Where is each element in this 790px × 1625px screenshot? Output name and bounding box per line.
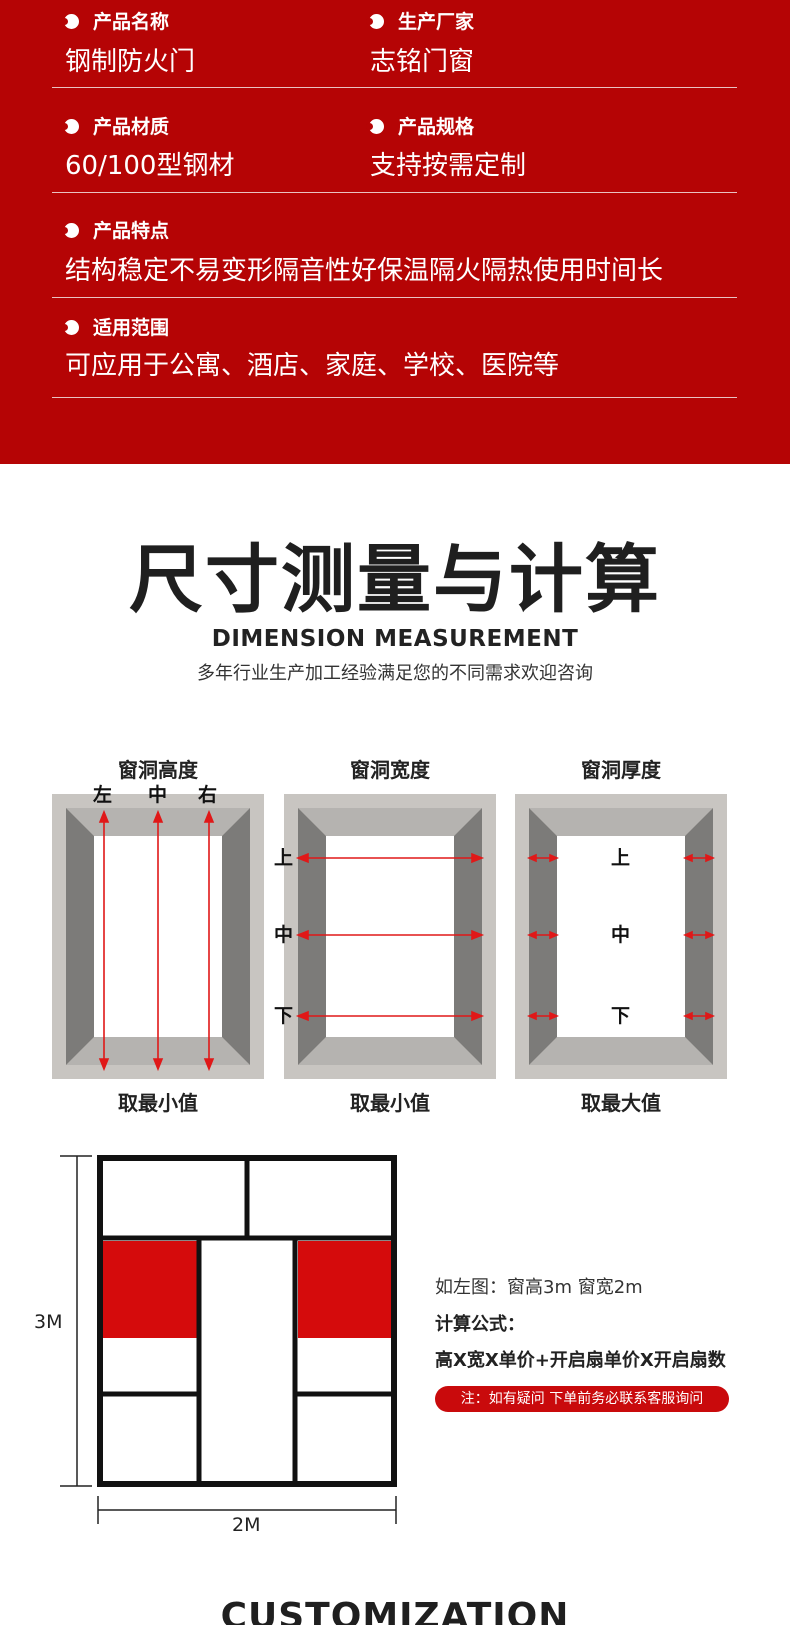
spec-label-maker: 生产厂家 xyxy=(366,10,475,34)
mark-bottom: 下 xyxy=(611,1005,631,1027)
spec-value-material: 60/100型钢材 xyxy=(65,151,235,181)
mark-top: 上 xyxy=(611,847,631,869)
mark-middle: 中 xyxy=(274,924,294,946)
spec-label-text: 生产厂家 xyxy=(398,11,475,33)
bullet-icon xyxy=(61,320,79,335)
frame-width-diagram xyxy=(284,794,496,1079)
mark-left: 左 xyxy=(93,784,113,806)
calc-example: 如左图：窗高3m 窗宽2m xyxy=(435,1277,643,1298)
spec-label-material: 产品材质 xyxy=(61,115,170,139)
spec-row-material-size: 产品材质 60/100型钢材 产品规格 支持按需定制 xyxy=(52,88,737,193)
spec-label-text: 适用范围 xyxy=(93,317,170,339)
spec-label-text: 产品名称 xyxy=(93,11,170,33)
window-calc-diagram xyxy=(60,1155,397,1524)
spec-row-scope: 适用范围 可应用于公寓、酒店、家庭、学校、医院等 xyxy=(52,298,737,398)
bullet-icon xyxy=(61,119,79,134)
calc-formula-title: 计算公式： xyxy=(435,1314,525,1335)
frame-rule: 取最小值 xyxy=(118,1091,198,1115)
bullet-icon xyxy=(366,14,384,29)
spec-value-scope: 可应用于公寓、酒店、家庭、学校、医院等 xyxy=(65,351,560,381)
dimension-height-label: 3M xyxy=(34,1311,63,1333)
section-description: 多年行业生产加工经验满足您的不同需求欢迎咨询 xyxy=(197,663,593,684)
mark-top: 上 xyxy=(274,847,294,869)
calc-formula: 高X宽X单价+开启扇单价X开启扇数 xyxy=(435,1350,726,1371)
spec-label-text: 产品材质 xyxy=(93,116,170,138)
frame-rule: 取最小值 xyxy=(350,1091,430,1115)
frame-title: 窗洞高度 xyxy=(118,758,198,782)
spec-label-size: 产品规格 xyxy=(366,115,475,139)
mark-right: 右 xyxy=(198,784,218,806)
frame-title: 窗洞宽度 xyxy=(350,758,430,782)
frame-thickness-diagram xyxy=(515,794,727,1079)
spec-label-name: 产品名称 xyxy=(61,10,170,34)
note-badge: 注：如有疑问 下单前务必联系客服询问 xyxy=(435,1386,729,1412)
frame-height-diagram xyxy=(52,794,264,1079)
spec-value-maker: 志铭门窗 xyxy=(370,47,475,77)
bullet-icon xyxy=(366,119,384,134)
section-subtitle-en: DIMENSION MEASUREMENT xyxy=(211,626,579,652)
spec-label-text: 产品特点 xyxy=(93,220,170,242)
next-section-title: CUSTOMIZATION xyxy=(220,1596,570,1625)
bullet-icon xyxy=(61,14,79,29)
spec-section: 产品名称 钢制防火门 生产厂家 志铭门窗 产品材质 60/100型钢材 产品规格… xyxy=(0,0,790,464)
spec-value-feature: 结构稳定不易变形隔音性好保温隔火隔热使用时间长 xyxy=(65,256,664,286)
dimension-width-label: 2M xyxy=(232,1514,261,1536)
bullet-icon xyxy=(61,223,79,238)
spec-value-size: 支持按需定制 xyxy=(370,151,527,181)
frame-title: 窗洞厚度 xyxy=(581,758,661,782)
spec-label-text: 产品规格 xyxy=(398,116,475,138)
spec-value-name: 钢制防火门 xyxy=(65,47,196,77)
spec-row-name-maker: 产品名称 钢制防火门 生产厂家 志铭门窗 xyxy=(52,0,737,88)
spec-label-feature: 产品特点 xyxy=(61,219,170,243)
mark-middle: 中 xyxy=(611,924,631,946)
section-title: 尺寸测量与计算 xyxy=(129,537,661,623)
spec-label-scope: 适用范围 xyxy=(61,316,170,340)
mark-middle: 中 xyxy=(148,784,168,806)
mark-bottom: 下 xyxy=(274,1005,294,1027)
frame-rule: 取最大值 xyxy=(581,1091,661,1115)
spec-row-feature: 产品特点 结构稳定不易变形隔音性好保温隔火隔热使用时间长 xyxy=(52,193,737,298)
